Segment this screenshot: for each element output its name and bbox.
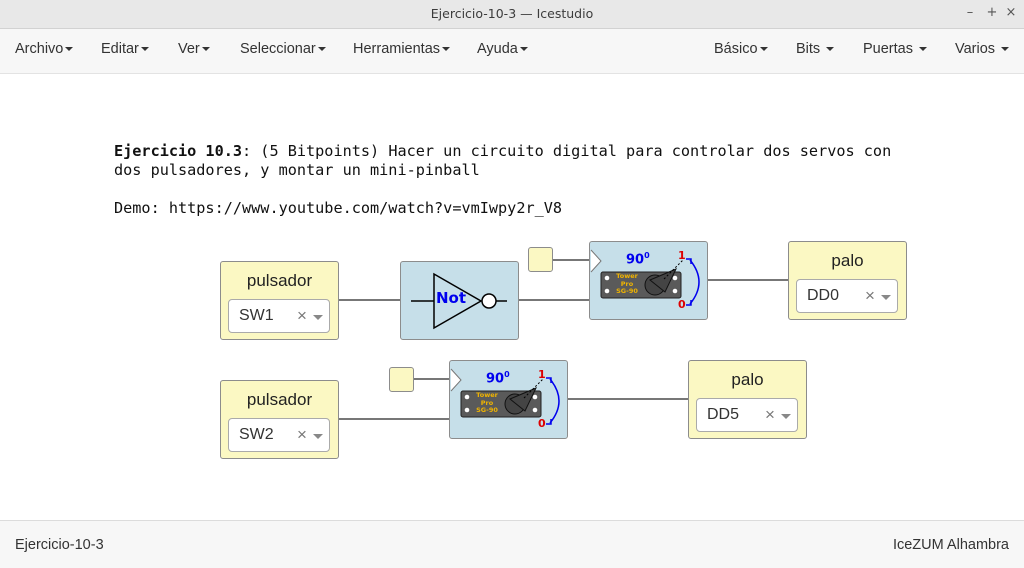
menu-basico-label: Básico bbox=[714, 41, 758, 57]
servo-brand-1: Tower bbox=[616, 272, 638, 280]
clear-icon[interactable]: × bbox=[297, 425, 307, 444]
design-canvas[interactable]: Ejercicio 10.3: (5 Bitpoints) Hacer un c… bbox=[0, 74, 1024, 520]
menu-bits[interactable]: Bits bbox=[796, 41, 835, 57]
close-icon[interactable]: × bbox=[1005, 5, 1017, 20]
dropdown-arrow-icon[interactable] bbox=[313, 434, 323, 439]
minimize-icon[interactable]: – bbox=[966, 5, 974, 20]
menu-bits-label: Bits bbox=[796, 41, 821, 57]
maximize-icon[interactable]: + bbox=[986, 5, 998, 20]
not-gate-block[interactable]: Not bbox=[400, 261, 519, 340]
clear-icon[interactable]: × bbox=[297, 306, 307, 325]
servo-angle: 900 bbox=[486, 370, 510, 386]
dropdown-arrow-icon[interactable] bbox=[881, 295, 891, 300]
servo-max-label: 1 bbox=[538, 368, 546, 381]
pin-select-value: DD5 bbox=[707, 406, 740, 423]
clear-icon[interactable]: × bbox=[765, 405, 775, 424]
not-gate-label: Not bbox=[436, 289, 467, 307]
servo-max-label: 1 bbox=[678, 249, 686, 262]
window-titlebar: Ejercicio-10-3 — Icestudio – + × bbox=[0, 0, 1024, 29]
info-line-2: dos pulsadores, y montar un mini-pinball bbox=[114, 161, 480, 179]
caret-down-icon bbox=[1001, 47, 1010, 52]
caret-down-icon bbox=[201, 47, 210, 52]
menu-varios[interactable]: Varios bbox=[955, 41, 1010, 57]
servo-brand: Tower Pro SG-90 bbox=[470, 391, 504, 415]
constant-input-2[interactable] bbox=[389, 367, 414, 392]
info-text-1: : (5 Bitpoints) Hacer un circuito digita… bbox=[242, 142, 892, 160]
not-gate-icon bbox=[411, 272, 507, 330]
pin-select-value: SW2 bbox=[239, 426, 274, 443]
menu-editar[interactable]: Editar bbox=[101, 41, 149, 57]
caret-down-icon bbox=[759, 47, 768, 52]
servo-min-label: 0 bbox=[538, 417, 546, 430]
status-project-name: Ejercicio-10-3 bbox=[15, 537, 104, 553]
menu-herramientas[interactable]: Herramientas bbox=[353, 41, 451, 57]
servo-brand-2: Pro bbox=[620, 279, 634, 288]
output-block-dd5[interactable]: palo DD5 × bbox=[688, 360, 807, 439]
caret-down-icon bbox=[519, 47, 528, 52]
servo-block-1[interactable]: 900 1 0 Tower Pro SG-90 bbox=[589, 241, 708, 320]
clear-icon[interactable]: × bbox=[865, 286, 875, 305]
menu-puertas-label: Puertas bbox=[863, 41, 913, 57]
output-label: palo bbox=[731, 370, 764, 389]
menu-ver[interactable]: Ver bbox=[178, 41, 210, 57]
caret-down-icon bbox=[317, 47, 326, 52]
servo-brand-2: Pro bbox=[480, 398, 494, 407]
servo-model: SG-90 bbox=[476, 406, 498, 414]
servo-block-2[interactable]: 900 1 0 Tower Pro SG-90 bbox=[449, 360, 568, 439]
servo-icon bbox=[590, 249, 700, 306]
menu-bar: Archivo Editar Ver Seleccionar Herramien… bbox=[0, 29, 1024, 74]
caret-down-icon bbox=[826, 47, 835, 52]
servo-min-label: 0 bbox=[678, 298, 686, 311]
status-board-name[interactable]: IceZUM Alhambra bbox=[892, 537, 1009, 553]
dropdown-arrow-icon[interactable] bbox=[781, 414, 791, 419]
input-block-sw1[interactable]: pulsador SW1 × bbox=[220, 261, 339, 340]
caret-down-icon bbox=[919, 47, 928, 52]
menu-ver-label: Ver bbox=[178, 41, 200, 57]
servo-angle-value: 90 bbox=[626, 252, 645, 268]
output-label: palo bbox=[831, 251, 864, 270]
status-bar: Ejercicio-10-3 IceZUM Alhambra bbox=[0, 520, 1024, 568]
input-block-sw2[interactable]: pulsador SW2 × bbox=[220, 380, 339, 459]
menu-archivo[interactable]: Archivo bbox=[15, 41, 74, 57]
menu-ayuda-label: Ayuda bbox=[477, 41, 518, 57]
menu-seleccionar-label: Seleccionar bbox=[240, 41, 316, 57]
menu-herramientas-label: Herramientas bbox=[353, 41, 441, 57]
menu-seleccionar[interactable]: Seleccionar bbox=[240, 41, 326, 57]
pin-select-sw1[interactable]: SW1 × bbox=[228, 299, 330, 333]
servo-model: SG-90 bbox=[616, 287, 638, 295]
pin-select-sw2[interactable]: SW2 × bbox=[228, 418, 330, 452]
info-demo-link: Demo: https://www.youtube.com/watch?v=vm… bbox=[114, 199, 563, 217]
pin-select-dd0[interactable]: DD0 × bbox=[796, 279, 898, 313]
servo-angle-degree: 0 bbox=[644, 251, 650, 260]
window-title: Ejercicio-10-3 — Icestudio bbox=[430, 6, 594, 21]
info-title: Ejercicio 10.3 bbox=[114, 142, 243, 160]
menu-editar-label: Editar bbox=[101, 41, 139, 57]
info-line-1: Ejercicio 10.3: (5 Bitpoints) Hacer un c… bbox=[114, 142, 891, 161]
pin-select-value: DD0 bbox=[807, 287, 840, 304]
menu-basico[interactable]: Básico bbox=[714, 41, 768, 57]
constant-input-1[interactable] bbox=[528, 247, 553, 272]
input-label: pulsador bbox=[246, 390, 313, 409]
servo-angle-degree: 0 bbox=[504, 370, 510, 379]
servo-angle-value: 90 bbox=[486, 371, 505, 387]
menu-varios-label: Varios bbox=[955, 41, 996, 57]
wires bbox=[339, 259, 788, 420]
menu-puertas[interactable]: Puertas bbox=[863, 41, 928, 57]
caret-down-icon bbox=[442, 47, 451, 52]
servo-brand-1: Tower bbox=[476, 391, 498, 399]
menu-ayuda[interactable]: Ayuda bbox=[477, 41, 528, 57]
caret-down-icon bbox=[65, 47, 74, 52]
menu-archivo-label: Archivo bbox=[15, 41, 64, 57]
output-block-dd0[interactable]: palo DD0 × bbox=[788, 241, 907, 320]
input-label: pulsador bbox=[246, 271, 313, 290]
dropdown-arrow-icon[interactable] bbox=[313, 315, 323, 320]
servo-angle: 900 bbox=[626, 251, 650, 267]
servo-brand: Tower Pro SG-90 bbox=[610, 272, 644, 296]
caret-down-icon bbox=[140, 47, 149, 52]
pin-select-value: SW1 bbox=[239, 307, 274, 324]
pin-select-dd5[interactable]: DD5 × bbox=[696, 398, 798, 432]
servo-icon bbox=[450, 368, 560, 425]
